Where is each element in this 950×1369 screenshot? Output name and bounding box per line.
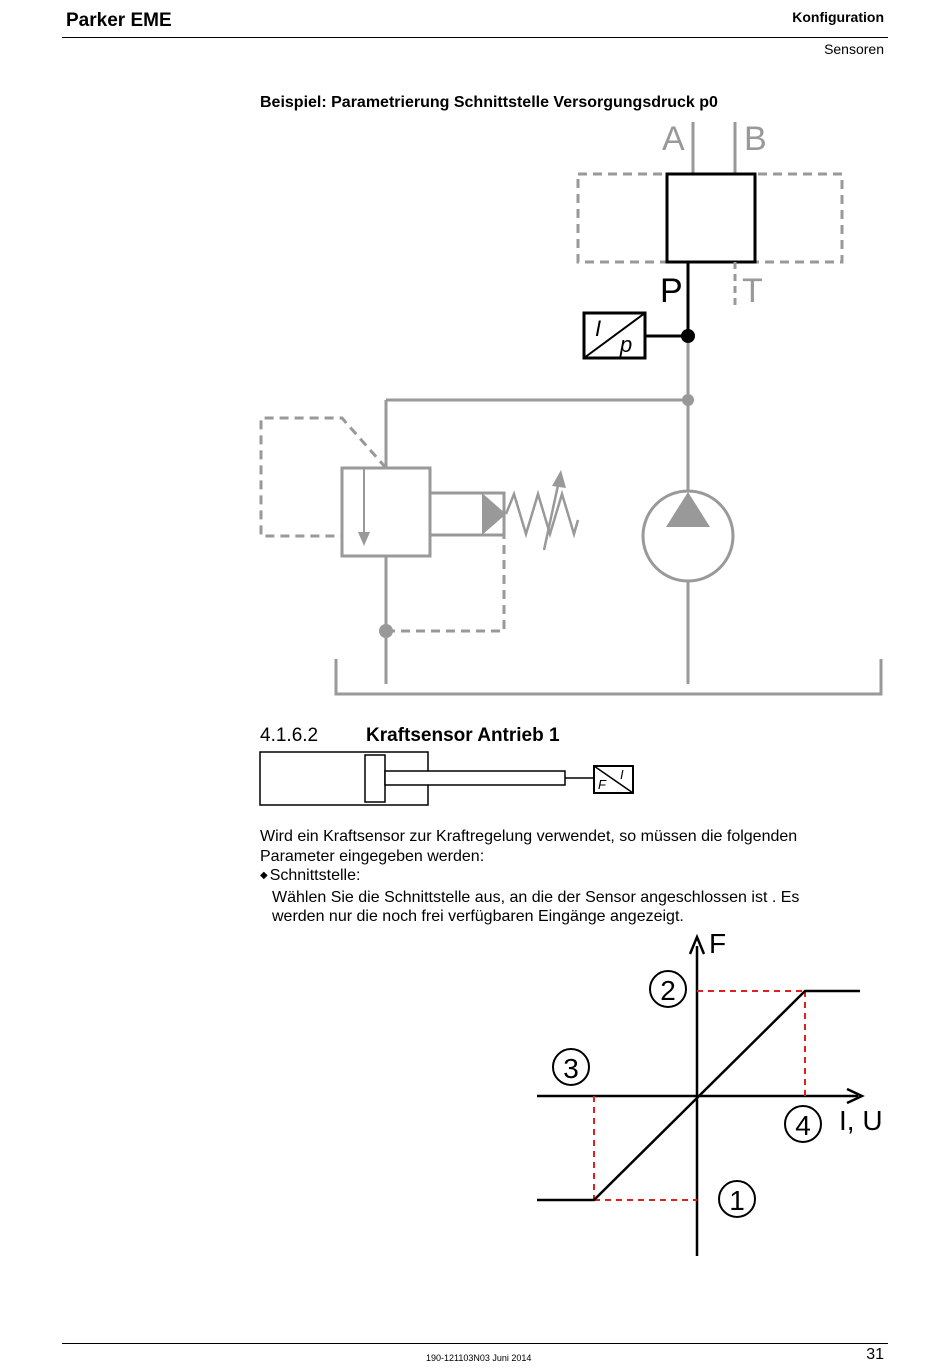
hydraulic-circuit-diagram: A B P T I p — [259, 120, 883, 696]
pilot-dashed-line — [259, 416, 388, 538]
spring-adjust-arrowhead — [552, 470, 566, 488]
port-a-label: A — [662, 120, 685, 158]
marker-4-label: 4 — [795, 1110, 811, 1141]
port-t-label: T — [742, 272, 763, 310]
body-text: Wird ein Kraftsensor zur Kraftregelung v… — [260, 827, 860, 927]
document-id: 190-121103N03 Juni 2014 — [426, 1353, 532, 1363]
footer-divider — [62, 1343, 888, 1344]
marker-3-circle — [552, 1048, 590, 1086]
bullet-item: ◆Schnittstelle: — [260, 866, 860, 888]
subsection-number: 4.1.6.2 — [260, 725, 319, 746]
x-axis-arrow — [846, 1087, 865, 1105]
characteristic-line — [537, 989, 860, 1202]
marker-2-circle — [649, 970, 687, 1008]
relief-spring-triangle — [482, 493, 506, 535]
force-sensor-label-f: F — [598, 777, 607, 792]
bullet-description-line-1: Wählen Sie die Schnittstelle aus, an die… — [272, 888, 800, 906]
port-b-label: B — [744, 120, 767, 158]
tank-symbol — [334, 659, 883, 696]
intro-paragraph: Wird ein Kraftsensor zur Kraftregelung v… — [260, 828, 798, 865]
transducer-label-i: I — [595, 316, 601, 341]
section-title: Sensoren — [824, 41, 884, 57]
drain-dashed-line — [386, 535, 506, 633]
relief-arrow-head — [358, 532, 370, 546]
y-axis-arrow — [688, 933, 706, 955]
marker-4-circle — [784, 1105, 822, 1143]
spring-adjust-arrow — [542, 475, 562, 551]
bullet-description-line-2: werden nur die noch frei verfügbaren Ein… — [272, 908, 684, 925]
marker-2-label: 2 — [660, 975, 676, 1006]
port-p-label: P — [660, 272, 683, 310]
transducer-label-p: p — [619, 332, 632, 357]
header-divider — [62, 37, 888, 38]
example-title: Beispiel: Parametrierung Schnittstelle V… — [260, 94, 718, 111]
page-number: 31 — [866, 1346, 884, 1363]
relief-valve-block — [340, 466, 432, 558]
pump-triangle — [666, 492, 710, 527]
force-sensor-diagonal — [593, 765, 634, 794]
subsection-title: Kraftsensor Antrieb 1 — [366, 725, 560, 746]
force-sensor-cylinder-diagram: I F — [259, 751, 634, 806]
marker-1-circle — [718, 1180, 756, 1218]
x-axis-label: I, U — [839, 1105, 883, 1136]
valve-block — [665, 172, 757, 264]
transducer-diagonal — [583, 312, 646, 359]
y-axis-label: F — [709, 928, 726, 959]
chapter-title: Konfiguration — [792, 9, 884, 25]
guide-lines — [593, 990, 806, 1201]
cylinder-piston — [364, 754, 386, 803]
marker-3-label: 3 — [563, 1053, 579, 1084]
bullet-label: Schnittstelle: — [269, 867, 361, 884]
force-signal-graph: F I, U 1 2 3 4 — [537, 928, 883, 1256]
bullet-icon: ◆ — [260, 870, 268, 881]
relief-spring — [504, 489, 580, 539]
marker-1-label: 1 — [729, 1185, 745, 1216]
piston-rod — [384, 770, 566, 786]
brand-name: Parker EME — [66, 10, 172, 31]
force-sensor-label-i: I — [620, 767, 624, 782]
